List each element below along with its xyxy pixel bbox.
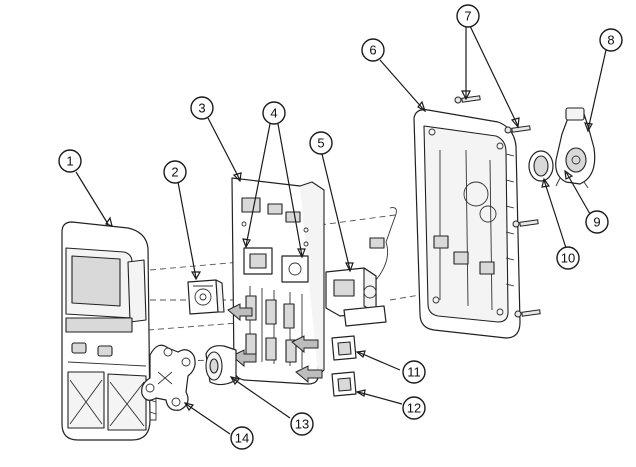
callout-label: 14 — [235, 431, 249, 446]
callout-2: 2 — [163, 160, 187, 184]
filter-ring — [528, 150, 554, 182]
callout-label: 3 — [198, 101, 205, 116]
callout-13: 13 — [290, 412, 314, 436]
callout-label: 1 — [66, 154, 73, 169]
front-housing — [61, 221, 157, 441]
callout-label: 12 — [407, 401, 421, 416]
callout-label: 5 — [317, 136, 324, 151]
callout-4: 4 — [262, 101, 286, 125]
callout-label: 6 — [369, 43, 376, 58]
callout-5: 5 — [309, 131, 333, 155]
cylindrical-sensor — [205, 345, 237, 386]
callout-label: 2 — [171, 165, 178, 180]
filter-square-upper — [331, 335, 357, 361]
callout-label: 7 — [464, 9, 471, 24]
callout-label: 8 — [607, 33, 614, 48]
screw — [514, 309, 541, 318]
callout-7: 7 — [456, 4, 480, 28]
inlet-adapter — [555, 107, 596, 189]
callout-14: 14 — [230, 426, 254, 450]
circuit-board — [231, 177, 325, 385]
callout-6: 6 — [361, 38, 385, 62]
screw — [454, 95, 481, 104]
screws — [454, 95, 541, 318]
callout-9: 9 — [585, 210, 609, 234]
callout-1: 1 — [58, 149, 82, 173]
screw — [504, 125, 531, 134]
filter-square-lower — [331, 371, 357, 397]
back-housing — [413, 109, 521, 339]
callout-label: 10 — [561, 251, 575, 266]
clip-plate — [141, 344, 196, 411]
callout-label: 13 — [295, 417, 309, 432]
callout-11: 11 — [402, 360, 426, 384]
leader-lines — [75, 25, 607, 435]
assembly-arrows — [227, 303, 323, 384]
callout-3: 3 — [190, 96, 214, 120]
screw — [512, 219, 539, 228]
large-sensor-module — [325, 207, 397, 327]
callout-label: 9 — [593, 215, 600, 230]
small-sensor-module — [187, 279, 225, 315]
callout-12: 12 — [402, 396, 426, 420]
callout-10: 10 — [556, 246, 580, 270]
callout-label: 4 — [270, 106, 277, 121]
callout-8: 8 — [599, 28, 623, 52]
callout-label: 11 — [407, 365, 421, 380]
